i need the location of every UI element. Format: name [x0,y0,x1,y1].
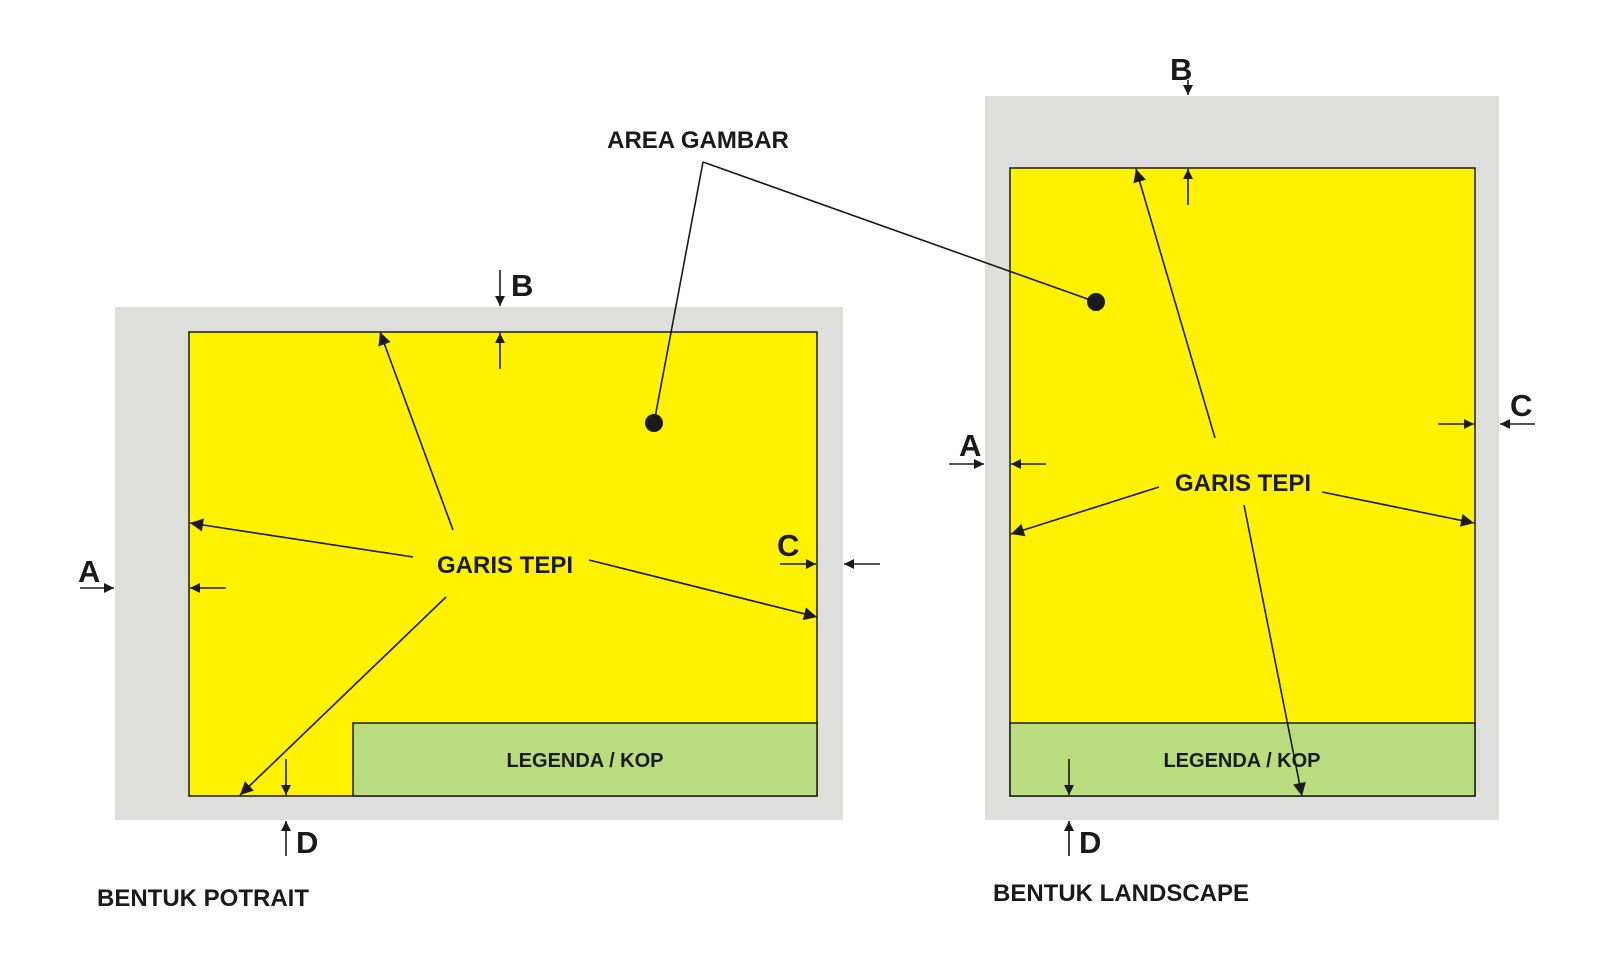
garis-tepi-pointer-bottom-landscape [1243,504,1306,797]
garis-tepi-pointer-bottom [239,596,447,796]
c-label-potrait: C [777,528,799,563]
d-label-landscape: D [1079,825,1101,860]
legend-box-landscape [1009,722,1476,797]
garis-tepi-label-landscape: GARIS TEPI [1175,470,1311,497]
landscape-layout: LEGENDA / KOP B A C D GARIS TEPI BENTUK … [949,52,1535,907]
area-gambar-dot-potrait [645,414,663,432]
b-label-landscape: B [1170,52,1192,87]
legend-box-potrait [352,722,818,797]
garis-tepi-pointer-left-landscape [1010,486,1160,537]
landscape-caption: BENTUK LANDSCAPE [993,880,1249,907]
b-label-potrait: B [511,268,533,303]
legend-label-potrait: LEGENDA / KOP [506,750,663,772]
garis-tepi-pointer-top [378,331,454,531]
area-gambar-label: AREA GAMBAR [607,127,789,154]
potrait-caption: BENTUK POTRAIT [97,885,309,912]
legend-label-landscape: LEGENDA / KOP [1163,750,1320,772]
a-label-potrait: A [78,554,100,589]
area-gambar-callout: AREA GAMBAR [607,127,1105,432]
drawing-area-potrait [188,331,818,797]
garis-tepi-pointer-right [588,559,818,621]
garis-tepi-pointer-top-landscape [1133,168,1216,439]
area-gambar-leader-right [702,161,1097,303]
c-label-landscape: C [1510,388,1532,423]
area-gambar-dot-landscape [1087,293,1105,311]
garis-tepi-label-potrait: GARIS TEPI [437,552,573,579]
garis-tepi-pointer-right-landscape [1321,491,1475,527]
drawing-area-landscape [1009,167,1476,797]
d-label-potrait: D [296,825,318,860]
a-label-landscape: A [959,428,981,463]
area-gambar-leader-left [653,161,704,424]
garis-tepi-pointer-left [189,518,414,558]
potrait-layout: LEGENDA / KOP B A C D GARIS TEPI BENTUK … [78,268,880,912]
